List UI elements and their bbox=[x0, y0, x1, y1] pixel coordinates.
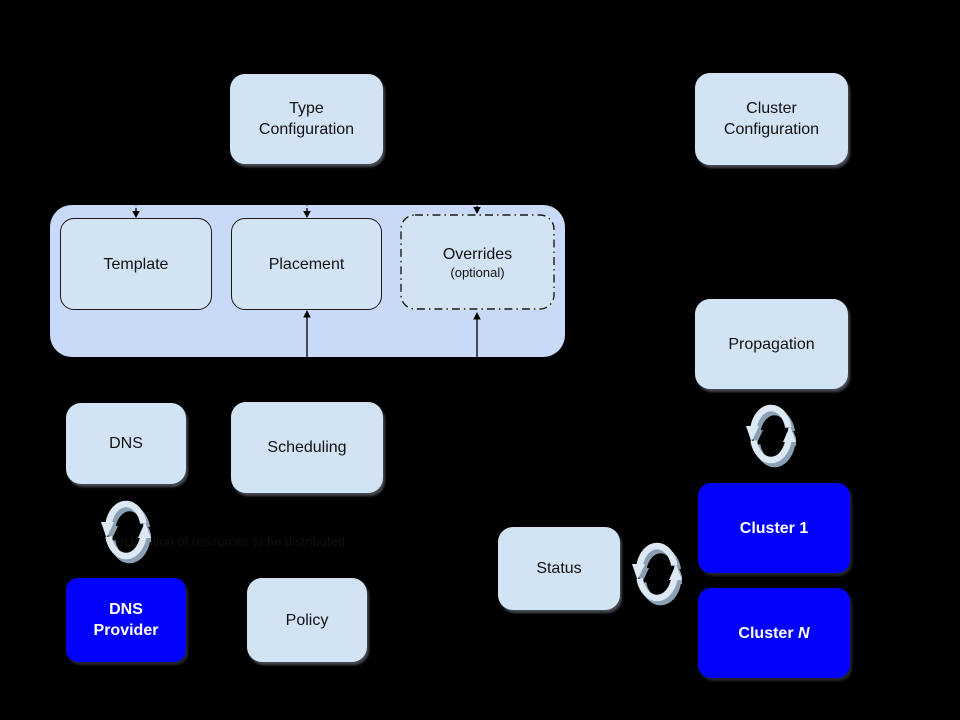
node-label: Cluster 1 bbox=[739, 519, 809, 537]
cluster-n-suffix: N bbox=[798, 624, 810, 642]
sync-icon bbox=[746, 404, 796, 468]
node-placement: Placement bbox=[231, 218, 382, 310]
node-label: Template bbox=[103, 255, 169, 273]
node-label: Policy bbox=[285, 611, 329, 629]
node-label: DNS Provider bbox=[93, 601, 159, 639]
node-cluster-configuration: Cluster Configuration bbox=[695, 73, 848, 165]
node-label: Scheduling bbox=[267, 439, 347, 456]
node-label: Type Configuration bbox=[258, 100, 355, 138]
node-dns: DNS bbox=[66, 403, 186, 484]
node-label: Status bbox=[536, 560, 582, 577]
node-label: DNS bbox=[109, 435, 143, 452]
node-cluster-n: Cluster N bbox=[698, 588, 850, 678]
node-type-configuration: Type Configuration bbox=[230, 74, 383, 164]
node-label: Cluster N bbox=[738, 623, 809, 644]
overrides-title: Overrides bbox=[442, 246, 513, 263]
node-dns-provider: DNS Provider bbox=[66, 578, 186, 662]
node-label: Overrides (optional) bbox=[443, 223, 512, 301]
node-template: Template bbox=[60, 218, 212, 310]
overrides-subtitle: (optional) bbox=[450, 265, 505, 280]
node-label: Cluster Configuration bbox=[723, 100, 820, 138]
node-cluster-1: Cluster 1 bbox=[698, 483, 850, 573]
dash-dot-border bbox=[400, 214, 555, 310]
sync-icon bbox=[632, 542, 682, 606]
node-label: Propagation bbox=[728, 335, 815, 353]
node-scheduling: Scheduling bbox=[231, 402, 383, 493]
cluster-n-prefix: Cluster bbox=[738, 624, 798, 642]
node-label: Placement bbox=[268, 255, 345, 273]
node-propagation: Propagation bbox=[695, 299, 848, 389]
node-policy: Policy bbox=[247, 578, 367, 662]
sync-icon bbox=[101, 500, 151, 564]
container-caption: Declaration of resources to be distribut… bbox=[108, 534, 346, 549]
node-status: Status bbox=[498, 527, 620, 610]
node-overrides: Overrides (optional) bbox=[400, 214, 555, 310]
